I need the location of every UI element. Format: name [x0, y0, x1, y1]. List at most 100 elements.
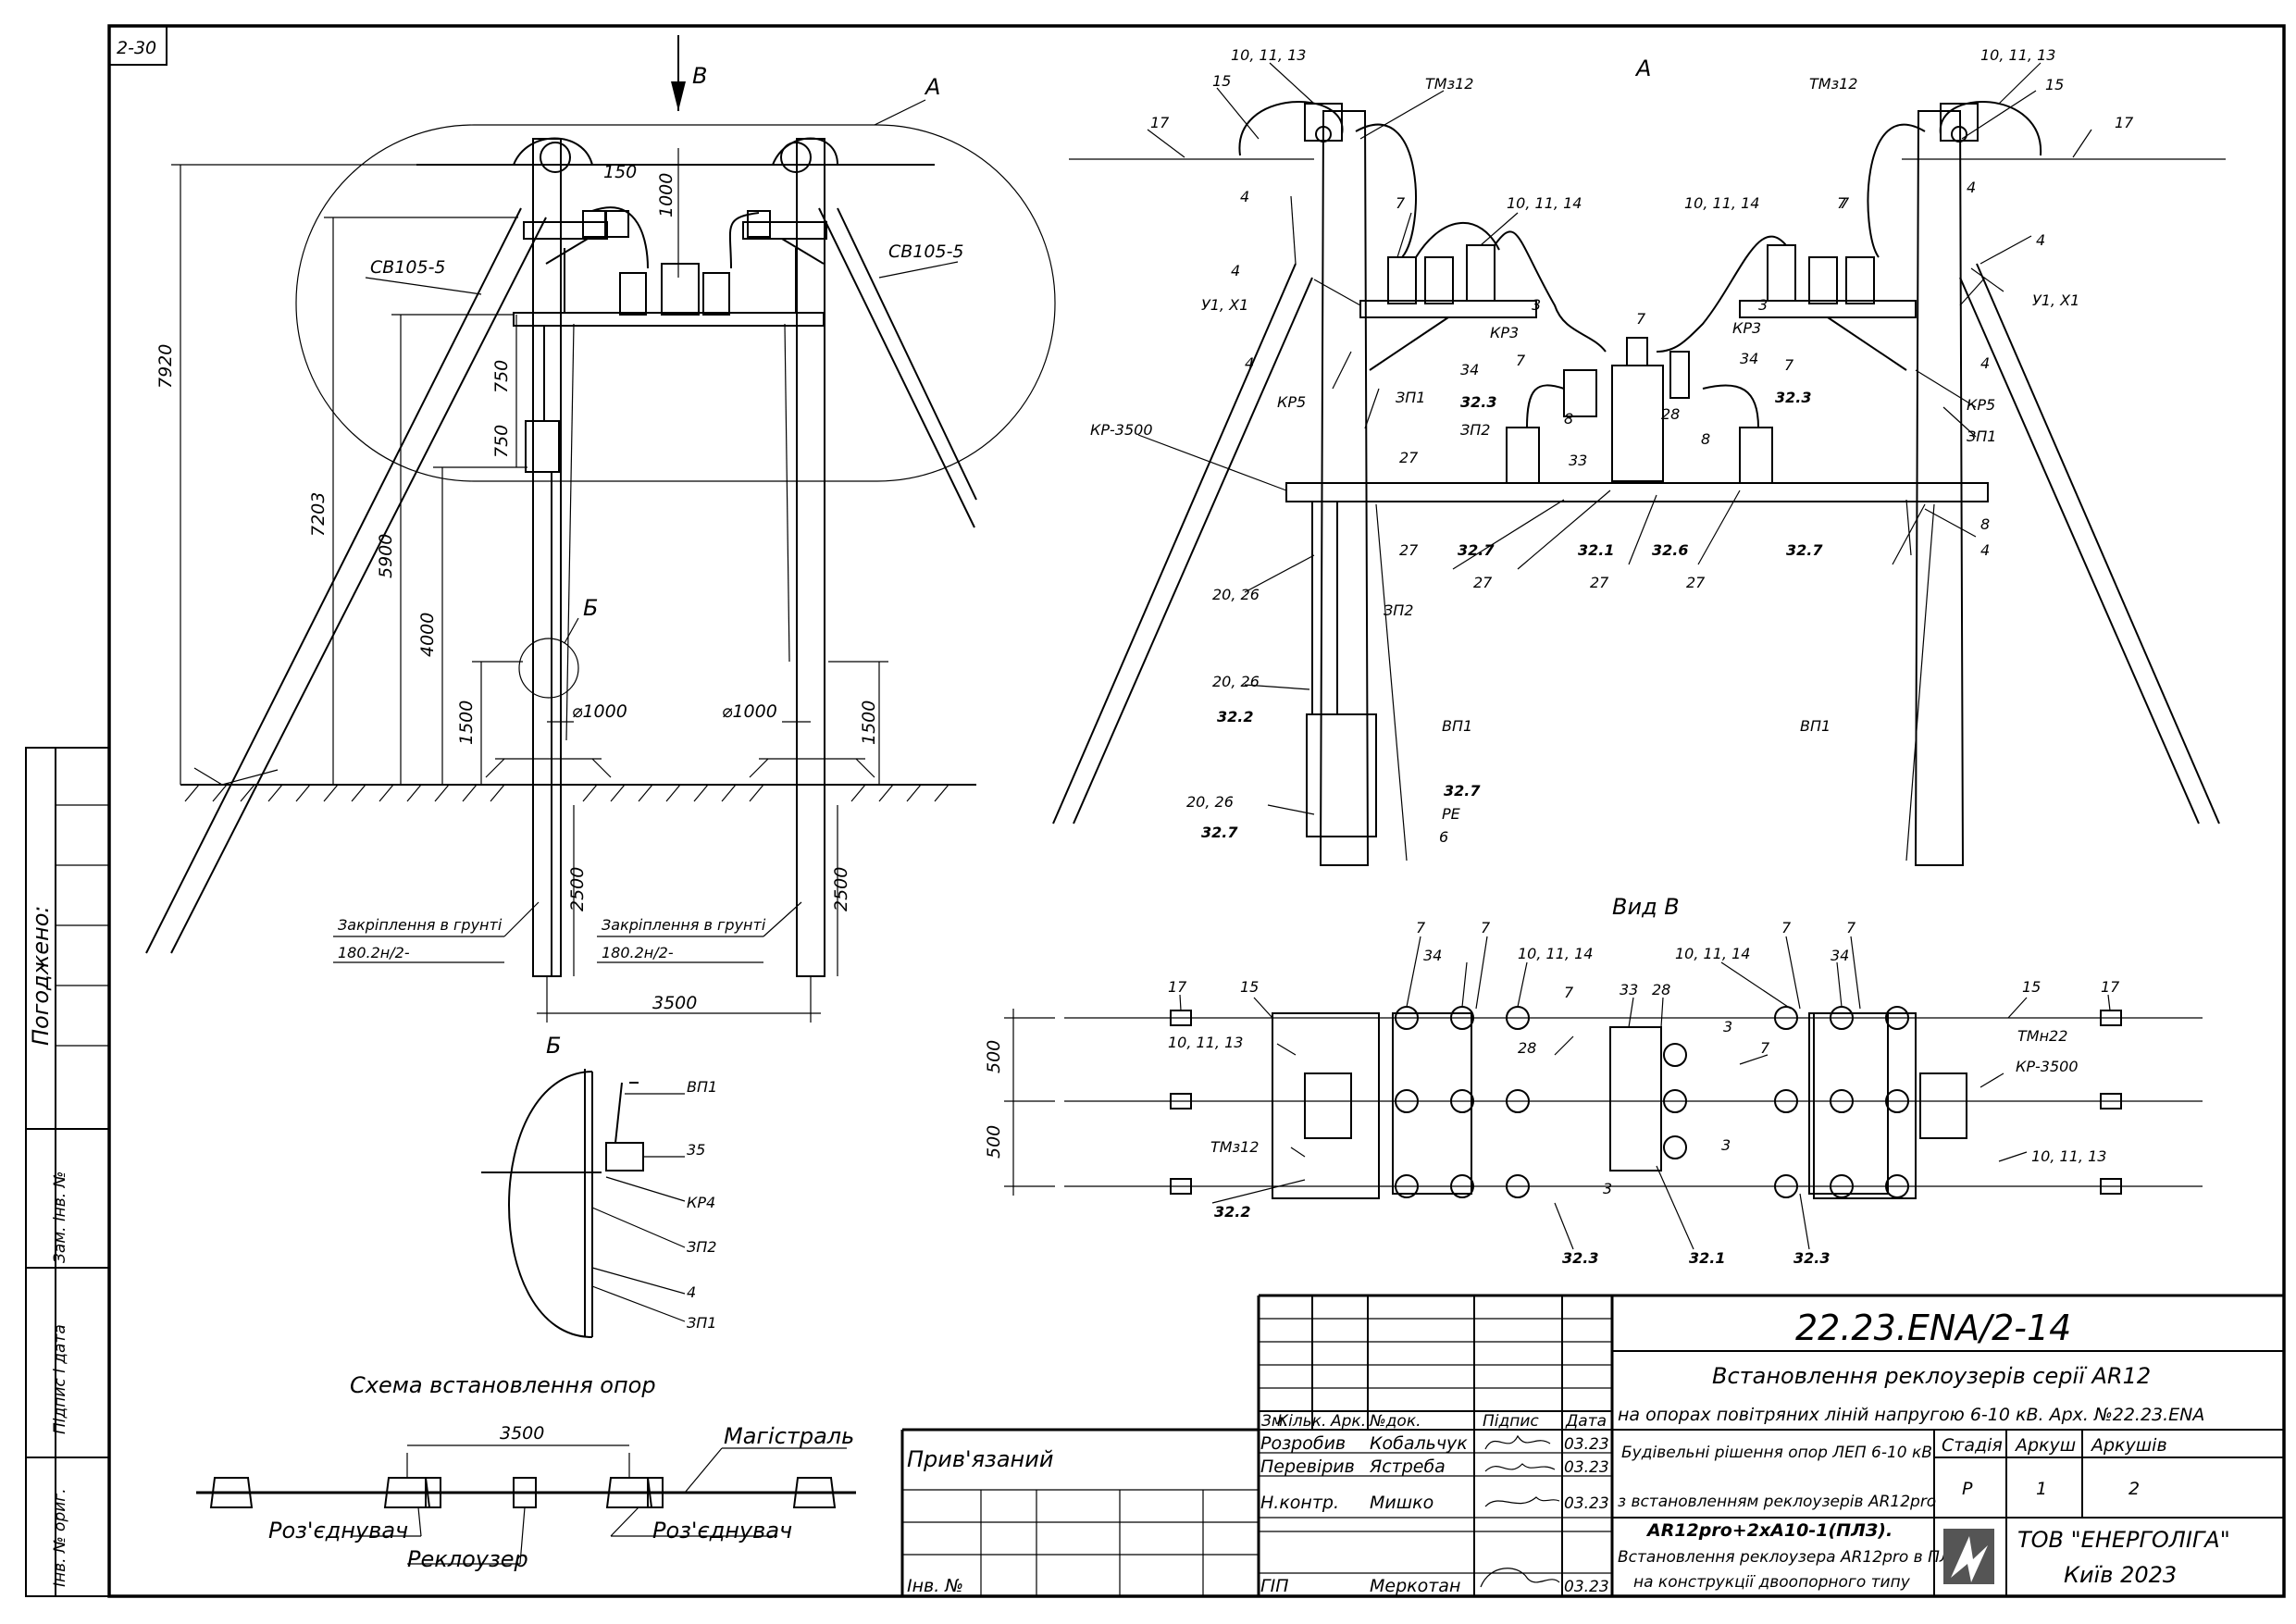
tb-date-0: 03.23 — [1564, 1435, 1609, 1454]
v-28a: 28 — [1652, 981, 1670, 998]
tb-sheet-title-1: AR12pro+2xA10-1(ПЛЗ). — [1645, 1520, 1893, 1541]
v-32-3-left: 32.3 — [1562, 1249, 1598, 1267]
v-33: 33 — [1620, 981, 1638, 998]
tb-bound: Прив'язаний — [907, 1446, 1053, 1472]
dim-750-upper: 750 — [491, 360, 512, 393]
tb-h-ark: Арк. — [1330, 1412, 1366, 1431]
dim-4000: 4000 — [417, 613, 438, 657]
v-10-11-13-left: 10, 11, 13 — [1168, 1034, 1243, 1051]
scheme-main-line: Магістраль — [724, 1423, 854, 1449]
ground-code-right: 180.2н/2- — [602, 944, 674, 961]
tb-sheet-label: Аркуш — [2014, 1435, 2076, 1456]
a-kr3-right: КР3 — [1732, 319, 1761, 337]
a-32-7-left: 32.7 — [1458, 541, 1495, 559]
v-34b: 34 — [1831, 947, 1849, 964]
a-zp1-left: ЗП1 — [1396, 389, 1425, 406]
v-7b: 7 — [1481, 919, 1491, 936]
a-28: 28 — [1661, 405, 1680, 423]
dim-3500: 3500 — [652, 993, 697, 1013]
tb-h-sign: Підпис — [1483, 1412, 1539, 1431]
a-33: 33 — [1569, 452, 1587, 469]
v-tmz12: ТМз12 — [1210, 1138, 1259, 1156]
side-agreed: Погоджено: — [28, 906, 54, 1046]
a-27b: 27 — [1399, 541, 1419, 559]
tb-h-doc: №док. — [1369, 1412, 1421, 1431]
scheme-disconnector-left: Роз'єднувач — [268, 1518, 408, 1543]
a-7a: 7 — [1396, 194, 1406, 212]
tb-stage: Р — [1962, 1479, 1973, 1499]
view-a-title: А — [1634, 56, 1651, 81]
tb-role-1: Перевірив — [1260, 1457, 1355, 1477]
view-arrow-b: В — [692, 63, 707, 89]
a-zp2-a: ЗП2 — [1460, 421, 1490, 439]
a-20-26c: 20, 26 — [1186, 793, 1234, 811]
a-tm-right: ТМз12 — [1809, 75, 1857, 93]
dim-1500-right: 1500 — [859, 700, 879, 745]
a-8a: 8 — [1564, 410, 1573, 428]
v-dim-500-bottom: 500 — [984, 1125, 1004, 1159]
detail-b-label-35: 35 — [687, 1141, 705, 1159]
a-10-11-14-left: 10, 11, 14 — [1507, 194, 1582, 212]
a-4d: 4 — [2036, 231, 2045, 249]
a-20-26a: 20, 26 — [1212, 586, 1260, 603]
tb-sheet-title-2: Встановлення реклоузера AR12pro в ПЛЗ — [1618, 1548, 1962, 1567]
callout-b: Б — [583, 595, 598, 621]
detail-b-label-kr4: КР4 — [687, 1194, 715, 1211]
signatures — [1480, 1434, 1560, 1588]
dim-1000: 1000 — [656, 173, 676, 217]
a-kr5-right: КР5 — [1967, 396, 1995, 414]
tb-city-year: Київ 2023 — [2064, 1562, 2177, 1588]
tb-name-3: Меркотан — [1370, 1576, 1460, 1596]
tb-role-2: Н.контр. — [1260, 1493, 1339, 1513]
a-15-left: 15 — [1212, 72, 1231, 90]
tb-h-kilk: Кільк. — [1277, 1412, 1326, 1431]
a-4c: 4 — [1245, 354, 1254, 372]
a-6: 6 — [1439, 828, 1448, 846]
a-4a: 4 — [1240, 188, 1249, 205]
dim-150: 150 — [603, 162, 637, 182]
sheet-frame: 2-30 Погоджено: Зам. інв. № Підпис і дат… — [25, 24, 2286, 1598]
a-20-26b: 20, 26 — [1212, 673, 1260, 690]
v-28b: 28 — [1518, 1039, 1536, 1057]
dim-2500-left: 2500 — [567, 867, 588, 911]
a-10-11-14-right: 10, 11, 14 — [1684, 194, 1759, 212]
a-3b: 3 — [1758, 296, 1768, 314]
a-8c: 8 — [1980, 515, 1990, 533]
v-7d: 7 — [1846, 919, 1856, 936]
a-7b: 7 — [1837, 194, 1847, 212]
dia-right: ⌀1000 — [722, 701, 777, 722]
a-27e: 27 — [1686, 574, 1706, 591]
tb-date-2: 03.23 — [1564, 1494, 1609, 1513]
title-block: Зм. Кільк. Арк. №док. Підпис Дата Розроб… — [900, 1294, 2284, 1596]
tb-role-0: Розробив — [1260, 1433, 1346, 1454]
v-10-11-14-left: 10, 11, 14 — [1518, 945, 1593, 962]
side-inv: Інв. № ориг. — [51, 1488, 69, 1587]
tb-h-zm: Зм. — [1261, 1412, 1288, 1431]
view-v-title: Вид В — [1612, 894, 1680, 920]
a-27a: 27 — [1399, 449, 1419, 466]
scheme-recloser: Реклоузер — [407, 1546, 528, 1572]
v-kr3500: КР-3500 — [2016, 1058, 2079, 1075]
dia-left: ⌀1000 — [572, 701, 627, 722]
tb-sheets-label: Аркушів — [2090, 1435, 2167, 1456]
view-v: Вид В 500 500 — [984, 894, 2203, 1267]
detail-b-label-zp1: ЗП1 — [687, 1314, 716, 1332]
v-10-11-13-right: 10, 11, 13 — [2031, 1147, 2106, 1165]
dim-7920: 7920 — [155, 344, 176, 389]
detail-b-label-zp2: ЗП2 — [687, 1238, 716, 1256]
tb-stage-label: Стадія — [1942, 1435, 2003, 1456]
a-10-11-13-right: 10, 11, 13 — [1980, 46, 2055, 64]
v-15-right: 15 — [2022, 978, 2041, 996]
tb-section-1: Будівельні рішення опор ЛЕП 6-10 кВ — [1621, 1444, 1932, 1462]
a-34-right: 34 — [1740, 350, 1758, 367]
a-7d: 7 — [1516, 352, 1526, 369]
a-32-2: 32.2 — [1217, 708, 1253, 725]
a-kr3-left: КР3 — [1490, 324, 1519, 341]
v-15-left: 15 — [1240, 978, 1259, 996]
v-32-3-right: 32.3 — [1793, 1249, 1830, 1267]
front-view: А В — [145, 35, 1056, 1023]
dim-7203: 7203 — [308, 492, 329, 537]
tb-title-1: Встановлення реклоузерів серії AR12 — [1712, 1363, 2151, 1389]
tb-name-2: Мишко — [1370, 1493, 1433, 1513]
